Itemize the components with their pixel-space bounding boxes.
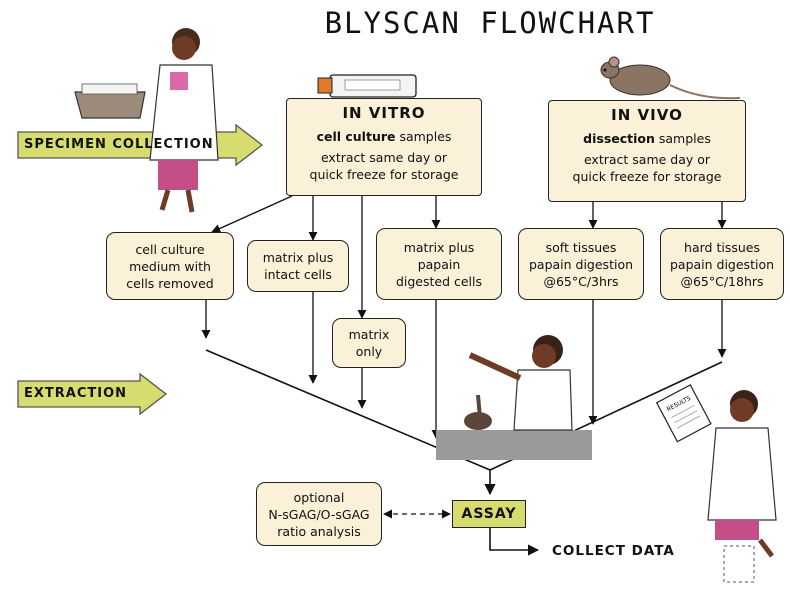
extraction-arrow xyxy=(17,372,168,416)
in-vitro-branches xyxy=(211,195,727,319)
in-vivo-box: IN VIVO dissection samples extract same … xyxy=(548,100,746,202)
in-vivo-heading: IN VIVO xyxy=(611,106,683,124)
in-vitro-line-2: quick freeze for storage xyxy=(309,167,459,182)
in-vitro-sample-line: cell culture samples xyxy=(316,129,452,144)
assay-box: ASSAY xyxy=(452,500,526,528)
scientist-mortar-figure xyxy=(464,335,573,431)
scientist-basket-figure xyxy=(74,28,219,213)
in-vitro-heading: IN VITRO xyxy=(342,104,426,122)
in-vivo-line-1: extract same day or xyxy=(583,152,711,167)
in-vivo-sample-line: dissection samples xyxy=(583,131,711,146)
stage-label-extraction: EXTRACTION xyxy=(24,386,128,401)
in-vivo-line-2: quick freeze for storage xyxy=(572,169,722,184)
culture-flask-icon xyxy=(317,74,417,98)
box-output-arrows xyxy=(201,292,727,439)
stage-label-specimen-collection: SPECIMEN COLLECTION xyxy=(24,137,214,152)
in-vitro-box: IN VITRO cell culture samples extract sa… xyxy=(286,98,482,196)
scientist-results-figure: RESULTS xyxy=(655,384,777,583)
collect-data-label: COLLECT DATA xyxy=(552,543,675,559)
flowchart-title: BLYSCAN FLOWCHART xyxy=(324,6,656,40)
mouse-icon xyxy=(600,56,741,100)
in-vitro-line-1: extract same day or xyxy=(320,150,448,165)
lab-bench xyxy=(436,430,592,460)
